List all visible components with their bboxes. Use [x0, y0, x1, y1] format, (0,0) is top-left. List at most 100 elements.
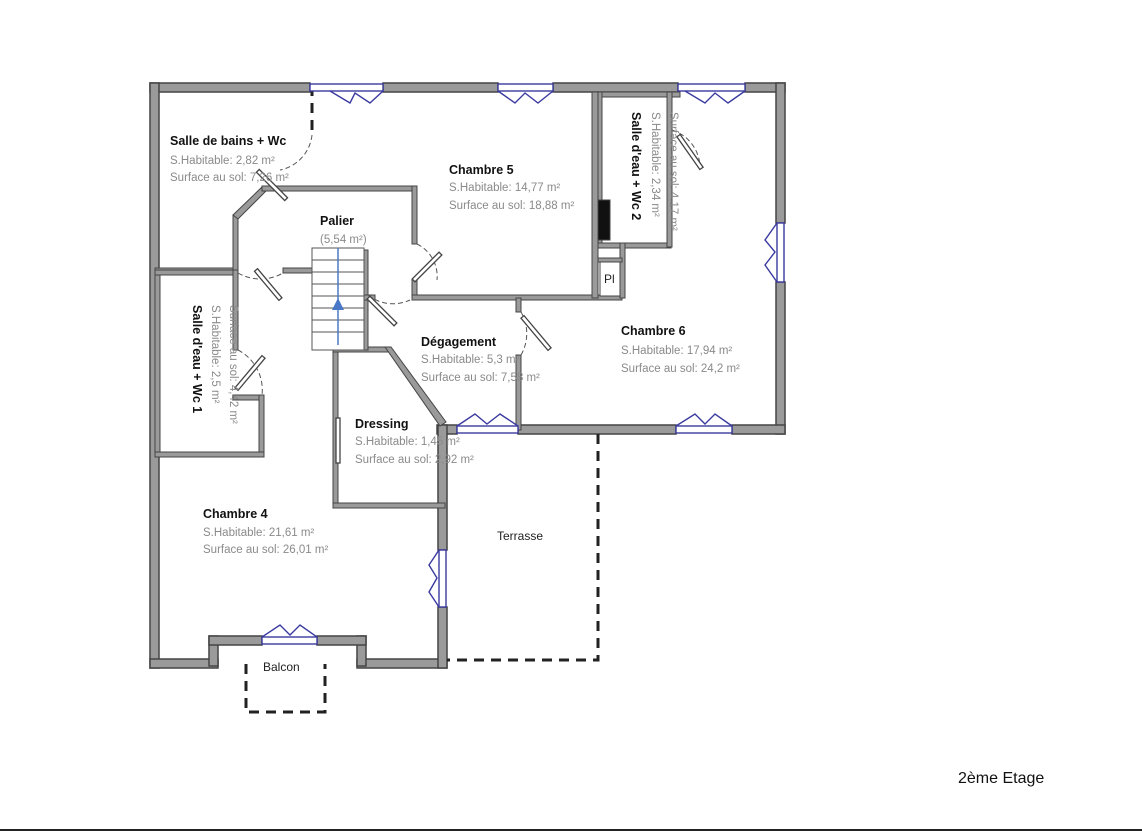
wall-chambre6-bottom-left	[517, 424, 677, 435]
window-degagement-swing	[456, 413, 519, 427]
room-sol-chambre6: Surface au sol: 24,2 m²	[621, 363, 740, 375]
window-chambre4-right-swing	[428, 549, 440, 608]
door-sde2-swing	[671, 129, 701, 171]
wall-sde1-left	[154, 270, 161, 456]
door-chambre5-leaf	[411, 251, 443, 283]
window-degagement	[456, 425, 519, 434]
placard-label: Pl	[604, 272, 615, 286]
room-sol-sde2: Surface au sol: 4,17 m²	[667, 112, 679, 231]
room-name-balcon: Balcon	[263, 660, 300, 674]
room-label-group-sde2-hab: S.Habitable: 2,34 m²	[649, 112, 661, 217]
room-label-group-sde1-hab: S.Habitable: 2,5 m²	[209, 305, 221, 404]
dash-terrasse	[447, 434, 600, 662]
placard-box	[599, 261, 621, 297]
room-name-sdb: Salle de bains + Wc	[170, 134, 286, 148]
wall-sde2-bottom	[597, 242, 672, 249]
window-balcon	[261, 636, 318, 645]
room-label-group-sde1-sol: Surface au sol: 4,42 m²	[227, 305, 239, 424]
room-hab-chambre5: S.Habitable: 14,77 m²	[449, 182, 560, 194]
dashed-outlines	[244, 86, 600, 714]
wall-sde1-right-upper	[232, 269, 239, 351]
wall-chambre4-right-lower	[437, 606, 448, 669]
wall-sdb-bottom-right	[282, 267, 314, 274]
door-sde1-leaf	[234, 354, 266, 392]
room-sol-sdb: Surface au sol: 7,26 m²	[170, 172, 289, 184]
wall-sde1-top	[154, 269, 236, 276]
door-palier-left-leaf	[253, 267, 283, 302]
room-hab-chambre6: S.Habitable: 17,94 m²	[621, 345, 732, 357]
wall-palier-top	[261, 185, 418, 192]
wall-sde1-right-lower	[258, 394, 265, 458]
wall-sde1-bottom	[154, 451, 265, 458]
wall-top-mid	[382, 82, 499, 93]
window-top-1-swing	[329, 90, 384, 104]
room-name-chambre4: Chambre 4	[203, 507, 268, 521]
window-chambre4-right	[438, 549, 447, 608]
room-name-degagement: Dégagement	[421, 335, 497, 349]
wall-right-lower	[775, 281, 786, 435]
wall-right-upper	[775, 82, 786, 224]
wall-palier-diag	[232, 186, 267, 220]
window-chambre6-bottom	[675, 425, 733, 434]
door-chambre6-swing	[520, 311, 528, 356]
window-chambre6-bottom-swing	[675, 413, 733, 427]
room-hab-degagement: S.Habitable: 5,3 m²	[421, 354, 520, 366]
wall-placard-right	[619, 242, 626, 299]
room-hab-dressing: S.Habitable: 1,45 m²	[355, 436, 460, 448]
room-labels: Salle de bains + Wc S.Habitable: 2,82 m²…	[170, 112, 740, 674]
wall-bottom-left	[149, 658, 219, 669]
wall-dressing-diag	[384, 346, 447, 427]
door-degagement-leaf	[366, 295, 398, 327]
windows	[261, 83, 785, 645]
staircase	[311, 247, 365, 351]
room-name-palier: Palier	[320, 214, 354, 228]
doors	[234, 129, 705, 464]
door-dressing-leaf	[335, 417, 341, 464]
room-name-chambre5: Chambre 5	[449, 163, 514, 177]
room-sol-dressing: Surface au sol: 2,92 m²	[355, 454, 474, 466]
window-balcon-swing	[261, 624, 318, 638]
room-hab-sde2: S.Habitable: 2,34 m²	[649, 112, 661, 217]
wall-bottom-right	[356, 658, 448, 669]
room-hab-sde1: S.Habitable: 2,5 m²	[209, 305, 221, 404]
wall-dark-block	[597, 199, 611, 241]
window-right	[776, 222, 785, 283]
wall-palier-right	[411, 185, 418, 245]
room-hab-sdb: S.Habitable: 2,82 m²	[170, 155, 275, 167]
room-label-group-sde1: Salle d'eau + Wc 1	[190, 305, 204, 413]
room-sol-chambre5: Surface au sol: 18,88 m²	[449, 200, 574, 212]
door-palier-left-swing	[237, 272, 284, 280]
bottom-rule	[0, 829, 1142, 831]
window-top-1	[309, 83, 384, 92]
room-name-terrasse: Terrasse	[497, 529, 543, 543]
wall-dressing-bottom	[332, 502, 446, 509]
room-sol-chambre4: Surface au sol: 26,01 m²	[203, 544, 328, 556]
room-name-chambre6: Chambre 6	[621, 324, 686, 338]
window-right-swing	[764, 222, 778, 283]
window-top-3	[677, 83, 746, 92]
room-name-dressing: Dressing	[355, 417, 409, 431]
room-name-sde2: Salle d'eau + Wc 2	[629, 112, 643, 220]
stair-arrow-icon	[332, 298, 344, 310]
room-sol-degagement: Surface au sol: 7,58 m²	[421, 372, 540, 384]
wall-top-right	[552, 82, 679, 93]
room-name-sde1: Salle d'eau + Wc 1	[190, 305, 204, 413]
wall-palier-left	[232, 214, 239, 273]
room-label-group-sde2: Salle d'eau + Wc 2	[629, 112, 643, 220]
door-sdb-swing	[279, 134, 313, 171]
wall-window-left	[208, 635, 263, 646]
wall-top-left	[149, 82, 311, 93]
wall-window-right	[316, 635, 367, 646]
room-area-palier: (5,54 m²)	[320, 234, 367, 246]
wall-chambre6-left-upper	[515, 297, 522, 313]
room-hab-chambre4: S.Habitable: 21,61 m²	[203, 527, 314, 539]
wall-sde2-right	[666, 91, 673, 248]
room-sol-sde1: Surface au sol: 4,42 m²	[227, 305, 239, 424]
window-top-3-swing	[684, 90, 746, 104]
window-top-2	[497, 83, 554, 92]
door-chambre6-leaf	[520, 314, 552, 352]
room-label-group-sde2-sol: Surface au sol: 4,17 m²	[667, 112, 679, 231]
wall-chambre5-right	[591, 91, 599, 299]
wall-chambre6-bottom-right	[731, 424, 786, 435]
